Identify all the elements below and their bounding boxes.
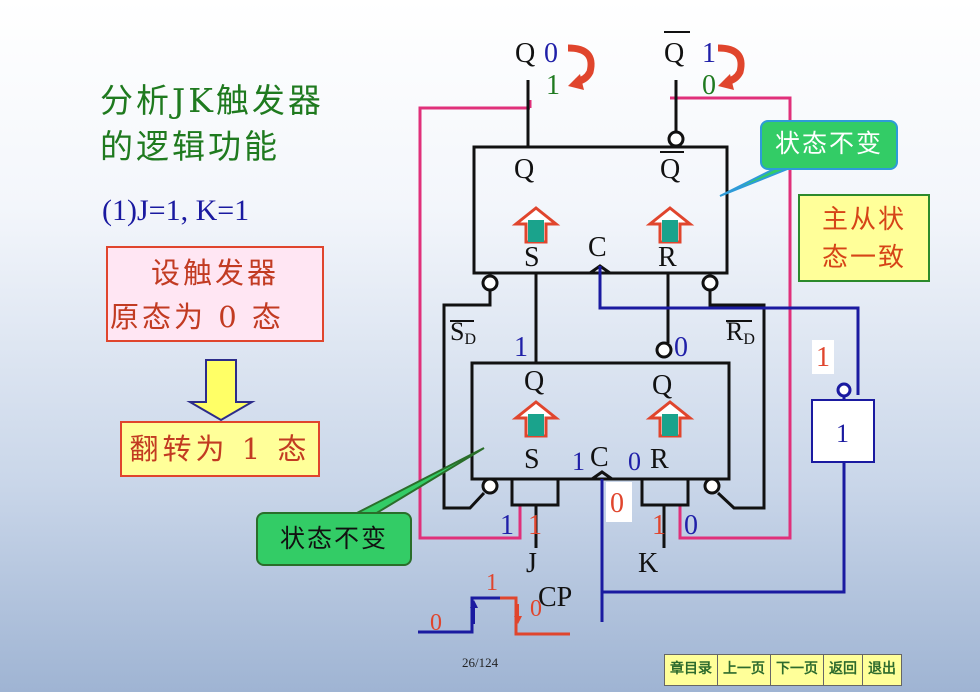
cp-fall-value: 0 xyxy=(530,596,542,622)
callout-bottom: 状态不变 xyxy=(256,512,412,566)
consistency-box: 主从状 态一致 xyxy=(798,194,930,282)
qbar-new-value: 0 xyxy=(702,70,716,101)
k-value: 1 xyxy=(652,510,666,541)
lower-s-label: S xyxy=(524,444,540,475)
qbar-old-value: 1 xyxy=(702,38,716,69)
q-new-value: 1 xyxy=(546,70,560,101)
sd-label: SD xyxy=(450,317,476,348)
j-input-label: J xyxy=(526,548,537,579)
assumption-line-2: 原态为 0 态 xyxy=(110,300,284,334)
clock-mid-value: 0 xyxy=(610,488,624,519)
feedback-wire-pink-right xyxy=(670,96,792,540)
nav-exit-button[interactable]: 退出 xyxy=(868,661,896,677)
lower-c-value: 1 xyxy=(572,447,585,476)
nav-back-button[interactable]: 返回 xyxy=(824,655,863,685)
lower-r-value: 0 xyxy=(628,447,641,476)
lower-c-label: C xyxy=(590,442,609,473)
consistency-line-2: 态一致 xyxy=(821,243,906,273)
case-label: (1)J=1, K=1 xyxy=(102,194,250,227)
lower-r-label: R xyxy=(650,444,669,475)
k-feedback-value: 0 xyxy=(684,510,698,541)
inverter-input-value: 1 xyxy=(816,342,830,373)
upper-qbar-label: Q xyxy=(660,154,680,185)
inverter-box xyxy=(811,399,875,463)
output-q-label: Q xyxy=(515,38,535,69)
upper-s-label: S xyxy=(524,242,540,273)
upper-c-label: C xyxy=(588,232,607,263)
clock-wire xyxy=(598,266,860,395)
k-input-label: K xyxy=(638,548,658,579)
nav-prev-button[interactable]: 上一页 xyxy=(718,655,771,685)
result-box: 翻转为 1 态 xyxy=(120,421,320,477)
assumption-line-1: 设触发器 xyxy=(150,256,279,290)
up-arrow-icon xyxy=(511,206,561,244)
j-feedback-value: 1 xyxy=(500,510,514,541)
cp-low-value: 0 xyxy=(430,610,442,636)
up-arrow-icon xyxy=(645,206,695,244)
callout-top: 状态不变 xyxy=(760,120,898,170)
mid-left-value: 1 xyxy=(514,332,528,363)
slide-title: 分析JK触发器 的逻辑功能 xyxy=(100,78,324,170)
inverter-label: 1 xyxy=(836,419,849,448)
lower-qbar-label: Q xyxy=(652,370,672,401)
upper-q-label: Q xyxy=(514,154,534,185)
output-qbar-label: Q xyxy=(664,38,684,69)
lower-q-label: Q xyxy=(524,366,544,397)
upper-r-label: R xyxy=(658,242,677,273)
j-value: 1 xyxy=(528,510,542,541)
cp-high-value: 1 xyxy=(486,570,498,596)
nav-next-button[interactable]: 下一页 xyxy=(771,655,824,685)
title-line-2: 的逻辑功能 xyxy=(100,127,280,166)
up-arrow-icon xyxy=(511,400,561,438)
nav-chapter-button[interactable]: 章目录 xyxy=(665,655,718,685)
feedback-wire-pink xyxy=(418,106,530,540)
mid-right-value: 0 xyxy=(674,332,688,363)
down-arrow-icon xyxy=(186,359,256,422)
nav-bar: 章目录 上一页 下一页 返回 退出 xyxy=(664,654,902,686)
q-old-value: 0 xyxy=(544,38,558,69)
cp-label: CP xyxy=(538,582,572,613)
assumption-box: 设触发器 原态为 0 态 xyxy=(106,246,324,342)
page-number: 26/124 xyxy=(462,655,499,670)
rd-label: RD xyxy=(726,317,755,348)
consistency-line-1: 主从状 xyxy=(821,205,906,235)
title-line-1: 分析JK触发器 xyxy=(100,81,324,120)
up-arrow-icon xyxy=(645,400,695,438)
